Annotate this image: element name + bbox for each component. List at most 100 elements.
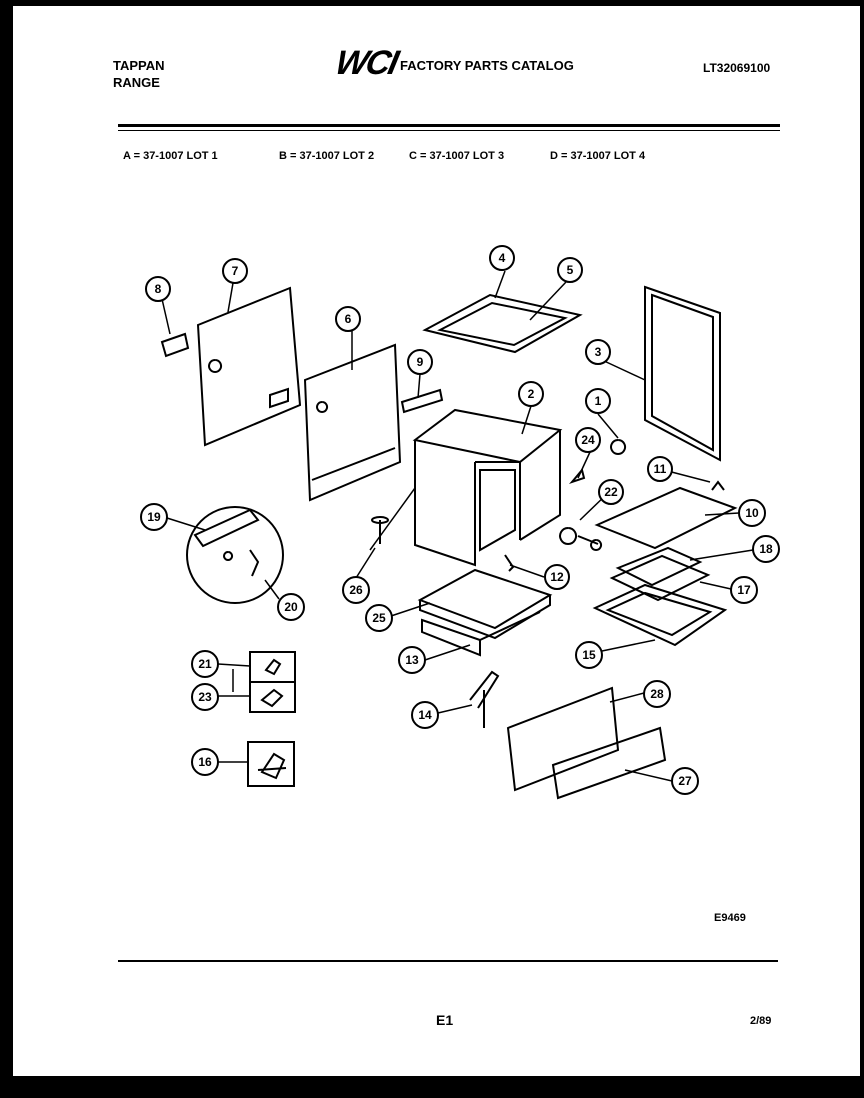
part-valve-glyph-21 (264, 658, 282, 676)
part-oven-body (412, 408, 563, 567)
callout-16: 16 (191, 748, 219, 776)
part-rear-panel (196, 286, 302, 447)
svg-text:16: 16 (198, 755, 212, 769)
part-burner-valve (193, 508, 260, 577)
callout-19: 19 (140, 503, 168, 531)
part-valve-glyph-16 (257, 752, 287, 780)
callout-14: 14 (411, 701, 439, 729)
callout-2: 2 (518, 381, 544, 407)
part-hinge-bracket (504, 554, 515, 572)
leader-lines (161, 270, 754, 782)
footer-rule (118, 960, 778, 962)
svg-text:18: 18 (759, 542, 773, 556)
callout-4: 4 (489, 245, 515, 271)
part-drawer-frame (592, 583, 728, 647)
callout-8: 8 (145, 276, 171, 302)
part-knob (610, 439, 627, 455)
lot-d: D = 37-1007 LOT 4 (550, 150, 646, 162)
header-rule-thin (118, 130, 780, 131)
svg-text:28: 28 (650, 687, 664, 701)
callout-22: 22 (598, 479, 624, 505)
lot-a: A = 37-1007 LOT 1 (123, 150, 218, 162)
part-box-23 (249, 681, 296, 713)
callout-23: 23 (191, 683, 219, 711)
part-box-16 (247, 741, 295, 787)
callout-1: 1 (585, 388, 611, 414)
callout-10: 10 (738, 499, 766, 527)
part-base (421, 611, 541, 657)
svg-text:23: 23 (198, 690, 212, 704)
part-side-panel (303, 343, 402, 502)
detail-circle (186, 506, 284, 604)
part-spring (371, 516, 390, 544)
callout-28: 28 (643, 680, 671, 708)
part-broiler-grid (615, 546, 703, 587)
callout-9: 9 (407, 349, 433, 375)
svg-text:20: 20 (284, 600, 298, 614)
svg-text:12: 12 (550, 570, 564, 584)
svg-text:7: 7 (232, 264, 239, 278)
callout-11: 11 (647, 456, 673, 482)
svg-text:21: 21 (198, 657, 212, 671)
callout-17: 17 (730, 576, 758, 604)
svg-text:14: 14 (418, 708, 432, 722)
svg-text:8: 8 (155, 282, 162, 296)
part-leg (469, 670, 500, 728)
svg-text:15: 15 (582, 648, 596, 662)
callout-13: 13 (398, 646, 426, 674)
model-number: LT32069100 (703, 61, 771, 75)
svg-text:2: 2 (528, 387, 535, 401)
callout-7: 7 (222, 258, 248, 284)
callout-3: 3 (585, 339, 611, 365)
part-drawings (160, 285, 738, 800)
callout-20: 20 (277, 593, 305, 621)
callout-12: 12 (544, 564, 570, 590)
callout-bubbles: 1 2 3 4 5 6 7 8 9 10 11 12 13 14 15 16 1… (140, 245, 780, 795)
svg-text:9: 9 (417, 355, 424, 369)
callout-6: 6 (335, 306, 361, 332)
svg-text:24: 24 (581, 433, 595, 447)
lot-b: B = 37-1007 LOT 2 (279, 150, 375, 162)
product-type: RANGE (113, 75, 160, 90)
part-rack (594, 486, 738, 550)
svg-text:13: 13 (405, 653, 419, 667)
svg-text:25: 25 (372, 611, 386, 625)
svg-text:22: 22 (604, 485, 618, 499)
svg-text:6: 6 (345, 312, 352, 326)
svg-text:1: 1 (595, 394, 602, 408)
header-rule (118, 124, 780, 127)
lot-c: C = 37-1007 LOT 3 (409, 150, 505, 162)
callout-25: 25 (365, 604, 393, 632)
revision-date: 2/89 (750, 1015, 772, 1027)
svg-text:4: 4 (499, 251, 506, 265)
svg-text:3: 3 (595, 345, 602, 359)
catalog-sheet (13, 6, 860, 1076)
svg-text:5: 5 (567, 263, 574, 277)
brand-block: TAPPAN RANGE (113, 57, 165, 91)
part-kick-panel (551, 726, 667, 800)
part-bracket (400, 388, 444, 414)
svg-text:27: 27 (678, 774, 692, 788)
part-bottom (417, 568, 553, 640)
callout-24: 24 (575, 427, 601, 453)
svg-text:17: 17 (737, 583, 751, 597)
part-box-21 (249, 651, 296, 683)
part-broiler-pan (609, 554, 711, 602)
part-drawer-front (506, 686, 620, 792)
part-valve-glyph-23 (260, 688, 284, 708)
part-top (422, 293, 583, 354)
part-plate (160, 332, 190, 358)
svg-text:19: 19 (147, 510, 161, 524)
part-pin (568, 467, 586, 485)
svg-text:26: 26 (349, 583, 363, 597)
callout-15: 15 (575, 641, 603, 669)
callout-27: 27 (671, 767, 699, 795)
part-clip (711, 480, 725, 491)
callout-18: 18 (752, 535, 780, 563)
part-door-frame (644, 285, 721, 462)
drawing-code: E9469 (714, 912, 746, 924)
callout-5: 5 (557, 257, 583, 283)
catalog-title: FACTORY PARTS CATALOG (400, 58, 574, 73)
